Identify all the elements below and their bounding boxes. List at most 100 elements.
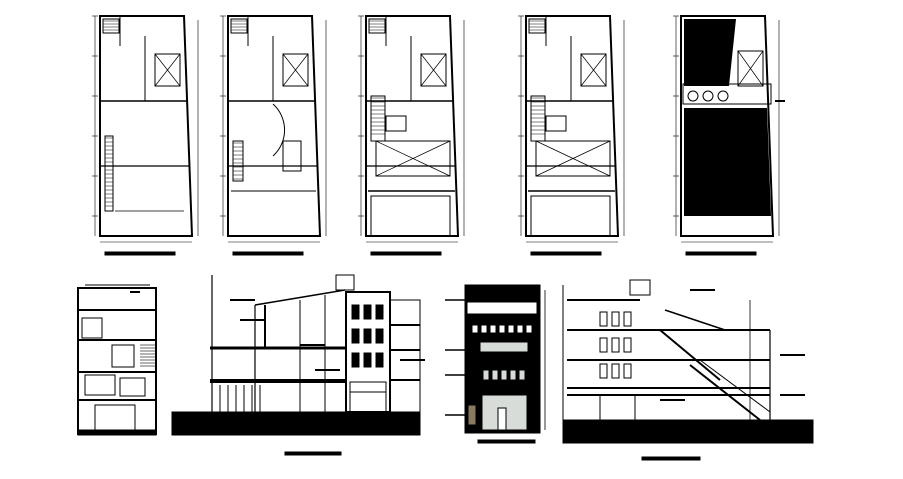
ground-fill — [171, 411, 421, 436]
water-tank-icon — [702, 90, 714, 102]
plan-outline — [227, 15, 322, 237]
terrace — [530, 195, 611, 237]
void-cross — [535, 140, 611, 177]
floor-plan-1 — [92, 15, 199, 256]
water-tank-icon — [687, 90, 699, 102]
window — [482, 369, 490, 381]
void-opening — [375, 140, 451, 177]
window — [363, 304, 372, 320]
bathroom — [545, 115, 567, 132]
entrance-door — [497, 407, 507, 431]
roof-line — [254, 289, 346, 306]
void-opening — [282, 53, 309, 87]
stair — [370, 95, 386, 142]
drawing-title-bar — [685, 251, 757, 256]
drawing-title-bar — [104, 251, 176, 256]
terrace — [370, 195, 451, 237]
floor-plan-4 — [518, 15, 625, 256]
room — [94, 404, 136, 431]
section-a — [77, 284, 157, 436]
section-b — [171, 274, 425, 456]
window — [509, 369, 517, 381]
void-cross — [375, 140, 451, 177]
window — [599, 311, 608, 327]
window — [498, 324, 506, 334]
ground-slab — [77, 429, 157, 436]
room — [84, 374, 116, 396]
roof-box — [629, 279, 651, 296]
handrail — [699, 359, 771, 413]
window — [611, 311, 620, 327]
roof-slab-fill — [684, 19, 736, 86]
window — [525, 324, 533, 334]
window — [623, 337, 632, 353]
bathroom — [282, 140, 302, 172]
window — [611, 337, 620, 353]
roof-slab-fill — [684, 108, 771, 216]
window — [518, 369, 526, 381]
drawing-title-bar — [477, 439, 536, 444]
void-opening — [535, 140, 611, 177]
drawing-title-bar — [641, 456, 701, 461]
void-cross — [737, 50, 764, 87]
stair — [232, 140, 244, 182]
window — [611, 363, 620, 379]
window — [471, 324, 479, 334]
window — [599, 337, 608, 353]
window — [500, 369, 508, 381]
window — [507, 324, 515, 334]
window — [375, 352, 384, 368]
section-c — [562, 279, 814, 461]
room — [111, 344, 135, 368]
window — [623, 363, 632, 379]
void-cross — [154, 53, 181, 87]
window — [491, 369, 499, 381]
water-tank-area — [682, 83, 772, 105]
drawing-title-bar — [530, 251, 602, 256]
window — [375, 328, 384, 344]
window — [623, 311, 632, 327]
stair — [530, 95, 546, 142]
window — [351, 304, 360, 320]
door-swing-arc — [272, 103, 286, 157]
water-tank-icon — [717, 90, 729, 102]
front-elevation — [445, 284, 546, 444]
stair — [104, 135, 114, 212]
entrance-door — [349, 381, 387, 413]
room — [119, 377, 146, 397]
void-cross — [420, 53, 447, 87]
floor-plans — [92, 15, 785, 256]
void-opening — [154, 53, 181, 87]
elevations-and-sections — [77, 274, 814, 461]
window — [363, 328, 372, 344]
void-cross — [282, 53, 309, 87]
entrance-door — [599, 394, 636, 421]
plan-outline — [99, 15, 194, 237]
plan-outline — [680, 15, 775, 237]
floor-plan-2 — [220, 15, 327, 256]
void-opening — [737, 50, 764, 87]
floor-plan-5 — [673, 15, 785, 256]
void-cross — [580, 53, 607, 87]
stair-flight — [689, 364, 761, 421]
floor-plan-3 — [358, 15, 465, 256]
window — [480, 324, 488, 334]
room — [81, 317, 103, 339]
stair-flight — [659, 329, 721, 381]
plan-outline — [525, 15, 620, 237]
window — [599, 363, 608, 379]
bathroom — [385, 115, 407, 132]
window — [516, 324, 524, 334]
drawing-title-bar — [370, 251, 442, 256]
void-opening — [420, 53, 447, 87]
void-opening — [580, 53, 607, 87]
window-band — [479, 341, 529, 353]
drawing-title-bar — [284, 451, 342, 456]
window — [363, 352, 372, 368]
window — [351, 328, 360, 344]
roof-line — [664, 309, 726, 331]
side-block — [389, 299, 421, 413]
parapet-band — [466, 301, 538, 315]
roof-box — [335, 274, 355, 291]
